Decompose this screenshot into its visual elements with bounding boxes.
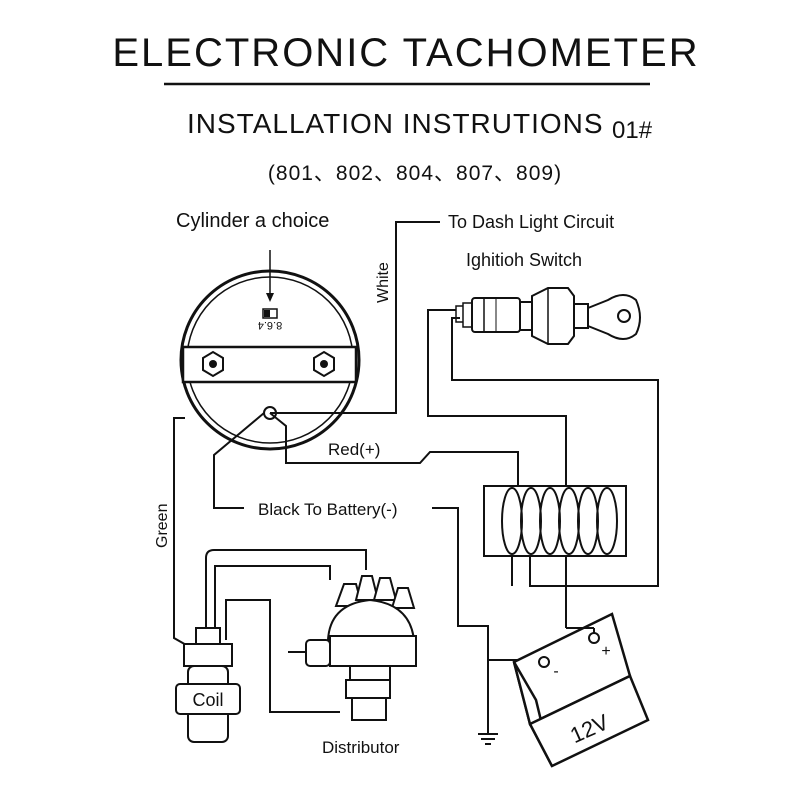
black-wire-continue — [432, 507, 489, 734]
tachometer-gauge: 8.6.4 — [179, 269, 361, 451]
page-title: ELECTRONIC TACHOMETER — [112, 31, 699, 75]
ignition-switch — [455, 287, 641, 345]
ignition-coil: Coil — [175, 549, 367, 743]
white-wire-label: White — [375, 262, 392, 303]
distributor: Distributor — [288, 575, 417, 757]
battery-pos-terminal — [588, 632, 600, 644]
battery: - + 12V — [512, 612, 650, 768]
green-wire-label: Green — [154, 504, 171, 548]
instruction-code: 01# — [612, 117, 653, 144]
ignition-wire-b — [451, 317, 659, 587]
green-wire — [173, 417, 189, 647]
mounting-nut-right — [313, 350, 335, 378]
red-wire-label: Red(+) — [328, 440, 380, 459]
cylinder-values: 8.6.4 — [258, 319, 282, 331]
white-wire — [270, 221, 440, 414]
ignition-wire-a — [427, 309, 567, 486]
red-wire — [269, 412, 519, 486]
battery-minus: - — [553, 663, 558, 680]
mounting-nut-left — [202, 350, 224, 378]
distributor-label: Distributor — [322, 738, 400, 757]
ground-symbol — [478, 733, 498, 745]
black-wire — [213, 412, 265, 509]
wire-coil-bundle — [483, 485, 627, 557]
cylinder-label: Cylinder a choice — [176, 210, 329, 232]
battery-neg-terminal — [538, 656, 550, 668]
ignition-label: Ighitioh Switch — [466, 250, 582, 270]
dash-light-label: To Dash Light Circuit — [448, 212, 614, 232]
battery-plus: + — [601, 643, 610, 660]
page-subtitle: INSTALLATION INSTRUTIONS — [187, 108, 604, 139]
key-hole — [617, 309, 631, 323]
bundle-to-battery-wire — [511, 556, 567, 628]
coil-label: Coil — [192, 690, 223, 710]
black-wire-label: Black To Battery(-) — [258, 500, 398, 519]
model-list: (801、802、804、807、809) — [268, 162, 562, 185]
